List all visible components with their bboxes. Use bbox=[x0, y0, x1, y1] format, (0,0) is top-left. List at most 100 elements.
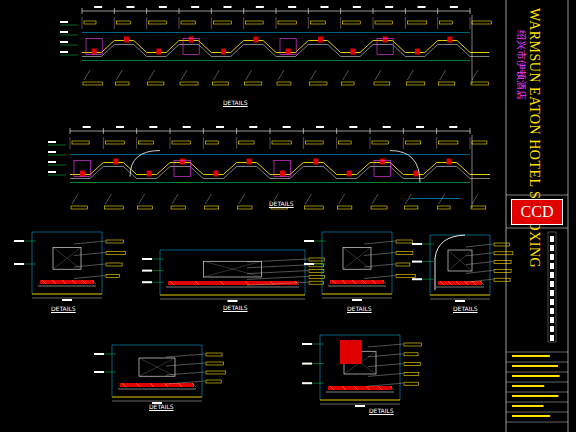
cad-block bbox=[83, 82, 102, 85]
cad-line bbox=[152, 270, 164, 271]
cad-block bbox=[180, 82, 198, 85]
cad-line bbox=[320, 404, 400, 405]
cad-line bbox=[370, 128, 371, 134]
cad-block bbox=[316, 126, 324, 128]
cad-line bbox=[211, 8, 212, 14]
cad-line bbox=[114, 8, 115, 14]
cad-line bbox=[172, 194, 178, 204]
cad-line bbox=[152, 259, 164, 260]
cad-line bbox=[314, 264, 326, 265]
cad-block bbox=[304, 240, 314, 242]
cad-block bbox=[168, 281, 297, 285]
cad-line bbox=[382, 280, 386, 284]
cad-line bbox=[52, 280, 56, 284]
cad-block bbox=[205, 141, 218, 144]
cad-line bbox=[236, 128, 237, 134]
cad-block bbox=[494, 252, 513, 255]
cad-line bbox=[364, 264, 395, 267]
cad-block bbox=[512, 385, 544, 387]
cad-block bbox=[213, 21, 231, 24]
cad-line bbox=[166, 354, 205, 357]
cad-line bbox=[472, 135, 473, 208]
cad-block bbox=[404, 372, 419, 375]
cad-block bbox=[149, 21, 167, 24]
cad-block bbox=[412, 261, 422, 263]
cad-block bbox=[321, 6, 329, 8]
cad-line bbox=[303, 128, 304, 134]
cad-block bbox=[191, 6, 199, 8]
cad-line bbox=[370, 137, 371, 149]
cad-line bbox=[178, 383, 182, 387]
cad-block bbox=[142, 258, 152, 260]
cad-line bbox=[340, 8, 341, 14]
cad-line bbox=[60, 25, 78, 26]
cad-line bbox=[330, 386, 334, 390]
cad-line bbox=[166, 287, 299, 288]
cad-line bbox=[82, 60, 470, 61]
cad-line bbox=[139, 358, 175, 376]
cad-line bbox=[246, 70, 252, 80]
cad-line bbox=[270, 128, 271, 134]
cad-block bbox=[404, 353, 418, 356]
cad-line bbox=[84, 70, 90, 80]
cad-line bbox=[247, 282, 308, 285]
cad-block bbox=[189, 37, 194, 43]
cad-block bbox=[106, 263, 122, 266]
cad-line bbox=[204, 261, 262, 277]
cad-line bbox=[343, 248, 371, 270]
cad-block bbox=[440, 21, 453, 24]
cad-line bbox=[312, 383, 324, 384]
cad-line bbox=[400, 335, 401, 400]
cad-line bbox=[105, 194, 111, 204]
cad-line bbox=[179, 8, 180, 14]
cad-line bbox=[32, 232, 33, 294]
cad-line bbox=[53, 248, 81, 270]
cad-line bbox=[437, 8, 438, 14]
cad-line bbox=[48, 145, 66, 146]
cad-block bbox=[253, 37, 258, 43]
cad-block bbox=[116, 126, 124, 128]
cad-line bbox=[368, 354, 403, 357]
cad-line bbox=[448, 250, 472, 271]
cad-curve bbox=[435, 235, 465, 290]
cad-line bbox=[203, 137, 204, 149]
cad-block bbox=[339, 141, 351, 144]
cad-block bbox=[550, 236, 554, 242]
cad-block bbox=[60, 51, 68, 53]
cad-block bbox=[60, 41, 68, 43]
cad-block bbox=[120, 383, 194, 387]
cad-line bbox=[368, 383, 403, 386]
cad-line bbox=[276, 17, 277, 29]
cad-line bbox=[48, 165, 66, 166]
cad-line bbox=[82, 17, 83, 29]
cad-block bbox=[548, 232, 556, 342]
cad-line bbox=[74, 241, 105, 244]
cad-line bbox=[405, 194, 411, 204]
cad-block bbox=[156, 49, 161, 55]
cad-line bbox=[24, 264, 36, 265]
cad-line bbox=[112, 345, 113, 397]
cad-block bbox=[405, 141, 420, 144]
cad-line bbox=[328, 286, 386, 287]
cad-block bbox=[106, 240, 123, 243]
cad-block bbox=[246, 21, 263, 24]
cad-block bbox=[550, 272, 554, 278]
cad-line bbox=[436, 287, 484, 288]
cad-line bbox=[270, 281, 274, 285]
cad-block bbox=[352, 299, 362, 301]
cad-line bbox=[368, 344, 403, 347]
cad-block bbox=[302, 343, 312, 345]
cad-block bbox=[94, 371, 104, 373]
cad-line bbox=[62, 280, 66, 284]
cad-line bbox=[136, 137, 137, 149]
cad-block bbox=[228, 300, 238, 302]
cad-line bbox=[166, 372, 205, 375]
detail-title: DETAILS bbox=[346, 306, 373, 312]
cad-block bbox=[239, 141, 254, 144]
cad-block bbox=[147, 171, 152, 177]
cad-line bbox=[352, 280, 356, 284]
detail-title: DETAILS bbox=[148, 404, 175, 410]
cad-block bbox=[180, 159, 185, 165]
cad-block bbox=[206, 353, 222, 356]
